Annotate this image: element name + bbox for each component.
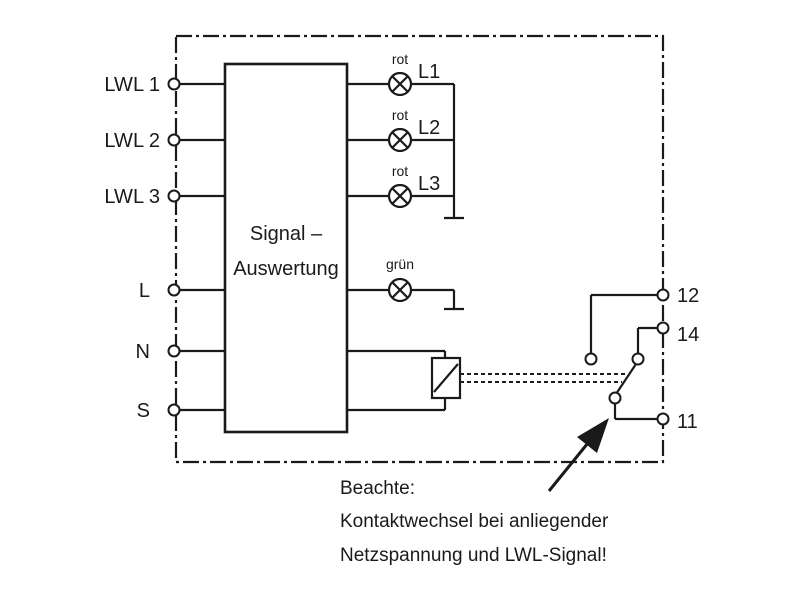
terminal-n (167, 344, 181, 358)
input-terminals (167, 77, 181, 417)
lamp-l1-icon (387, 71, 413, 97)
lamp-color-label-2: rot (392, 107, 408, 123)
input-label-s: S (137, 400, 150, 422)
terminal-lwl1 (167, 77, 181, 91)
relay-coil (347, 349, 462, 412)
terminal-14 (656, 321, 670, 335)
input-wires (178, 82, 225, 412)
lamp-green-icon (387, 277, 413, 303)
terminal-l (167, 283, 181, 297)
signal-processing-box (223, 62, 349, 434)
lamp-wires (347, 82, 464, 311)
lamp-l2-icon (387, 127, 413, 153)
note-line-3: Netzspannung und LWL-Signal! (340, 545, 607, 566)
contact-label-11: 11 (677, 411, 698, 433)
changeover-contact (584, 293, 660, 421)
processor-label-line1: Signal – (250, 223, 323, 245)
housing-frame (174, 34, 665, 464)
note-heading: Beachte: (340, 478, 415, 499)
terminal-11 (656, 412, 670, 426)
input-label-lwl1: LWL 1 (104, 74, 160, 96)
terminal-s (167, 403, 181, 417)
terminal-12 (656, 288, 670, 302)
lamp-l3-icon (387, 183, 413, 209)
input-label-lwl2: LWL 2 (104, 130, 160, 152)
input-label-n: N (136, 341, 150, 363)
lamp-color-label-3: rot (392, 163, 408, 179)
annotation-arrow-icon (547, 418, 609, 492)
lamp-color-label-1: rot (392, 51, 408, 67)
terminal-lwl2 (167, 133, 181, 147)
contact-label-14: 14 (677, 324, 699, 346)
processor-label-line2: Auswertung (233, 258, 339, 280)
lamp-color-label-4: grün (386, 256, 414, 272)
terminal-lwl3 (167, 189, 181, 203)
input-label-l: L (139, 280, 150, 302)
contact-label-12: 12 (677, 285, 699, 307)
mechanical-link (460, 373, 628, 383)
note-line-2: Kontaktwechsel bei anliegender (340, 511, 609, 532)
lamp-phase-label-2: L2 (418, 117, 440, 139)
input-label-lwl3: LWL 3 (104, 186, 160, 208)
lamp-phase-label-3: L3 (418, 173, 440, 195)
lamp-phase-label-1: L1 (418, 61, 440, 83)
